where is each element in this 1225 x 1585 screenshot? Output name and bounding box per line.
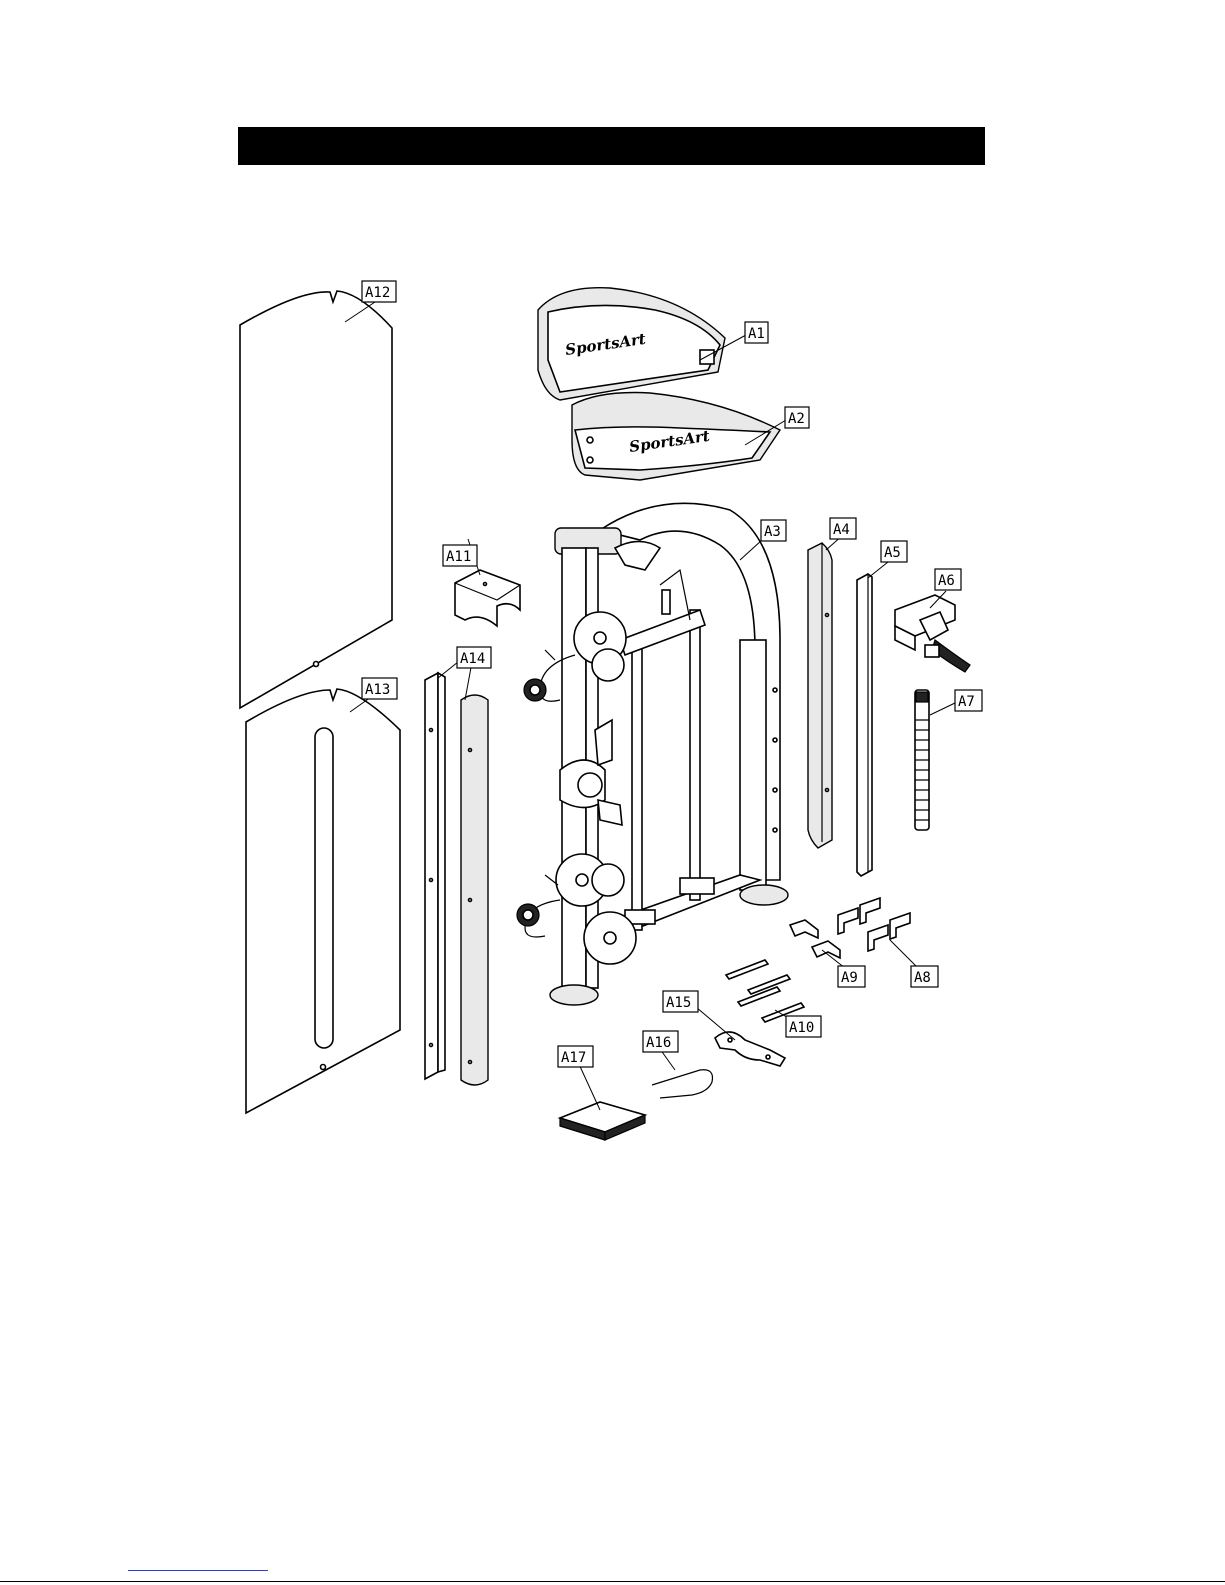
callout-a7: A7 bbox=[955, 690, 982, 711]
callout-a7-label: A7 bbox=[958, 694, 975, 710]
callout-a12-label: A12 bbox=[365, 285, 390, 301]
callout-a14: A14 bbox=[457, 647, 491, 668]
part-a5-strip bbox=[857, 574, 872, 876]
callout-a5: A5 bbox=[881, 541, 907, 562]
callout-a11-label: A11 bbox=[446, 549, 471, 565]
part-a16-u-bolt bbox=[652, 1070, 713, 1098]
callout-a1: A1 bbox=[745, 322, 768, 343]
callout-a4-label: A4 bbox=[833, 522, 850, 538]
bottom-rule bbox=[0, 1581, 1225, 1582]
callout-a13-label: A13 bbox=[365, 682, 390, 698]
callout-a2: A2 bbox=[785, 407, 809, 428]
callout-a5-label: A5 bbox=[884, 545, 901, 561]
part-a2-shroud: SportsArt bbox=[572, 393, 780, 481]
part-a3-main-frame bbox=[517, 503, 788, 1005]
callout-a6-label: A6 bbox=[938, 573, 955, 589]
part-a6-selector bbox=[895, 595, 970, 672]
callout-a3-label: A3 bbox=[764, 524, 781, 540]
callout-a15-label: A15 bbox=[666, 995, 691, 1011]
callout-a10: A10 bbox=[786, 1016, 821, 1037]
part-a14-channels bbox=[425, 673, 488, 1085]
part-a12-panel bbox=[240, 291, 392, 708]
callout-a11: A11 bbox=[443, 545, 477, 566]
callout-a8-label: A8 bbox=[914, 970, 931, 986]
part-a7-selector-rod bbox=[915, 690, 929, 830]
callout-a17-label: A17 bbox=[561, 1050, 586, 1066]
callout-a9-label: A9 bbox=[841, 970, 858, 986]
part-a17-manual bbox=[560, 1102, 645, 1140]
callout-a9: A9 bbox=[838, 966, 865, 987]
callout-a8: A8 bbox=[911, 966, 938, 987]
part-a4-channel bbox=[808, 543, 832, 848]
callout-a1-label: A1 bbox=[748, 326, 765, 342]
callout-a17: A17 bbox=[558, 1046, 593, 1067]
callout-a14-label: A14 bbox=[460, 651, 485, 667]
part-a11-cover bbox=[455, 570, 520, 626]
part-a13-panel bbox=[246, 689, 400, 1113]
callout-a16-label: A16 bbox=[646, 1035, 671, 1051]
part-a1-shroud: SportsArt bbox=[538, 288, 725, 400]
callout-a10-label: A10 bbox=[789, 1020, 814, 1036]
part-a9-clips bbox=[790, 920, 840, 958]
callout-a15: A15 bbox=[663, 991, 698, 1012]
callout-a16: A16 bbox=[643, 1031, 678, 1052]
part-a15-bracket bbox=[715, 1032, 785, 1066]
callout-a2-label: A2 bbox=[788, 411, 805, 427]
callout-a3: A3 bbox=[761, 520, 786, 541]
callout-a6: A6 bbox=[935, 569, 961, 590]
callout-a4: A4 bbox=[830, 518, 856, 539]
footer-link-underline[interactable] bbox=[128, 1570, 268, 1571]
part-a8-brackets bbox=[838, 898, 910, 951]
callout-a13: A13 bbox=[362, 678, 397, 699]
callout-a12: A12 bbox=[362, 281, 396, 302]
part-a10-plates bbox=[726, 960, 804, 1022]
